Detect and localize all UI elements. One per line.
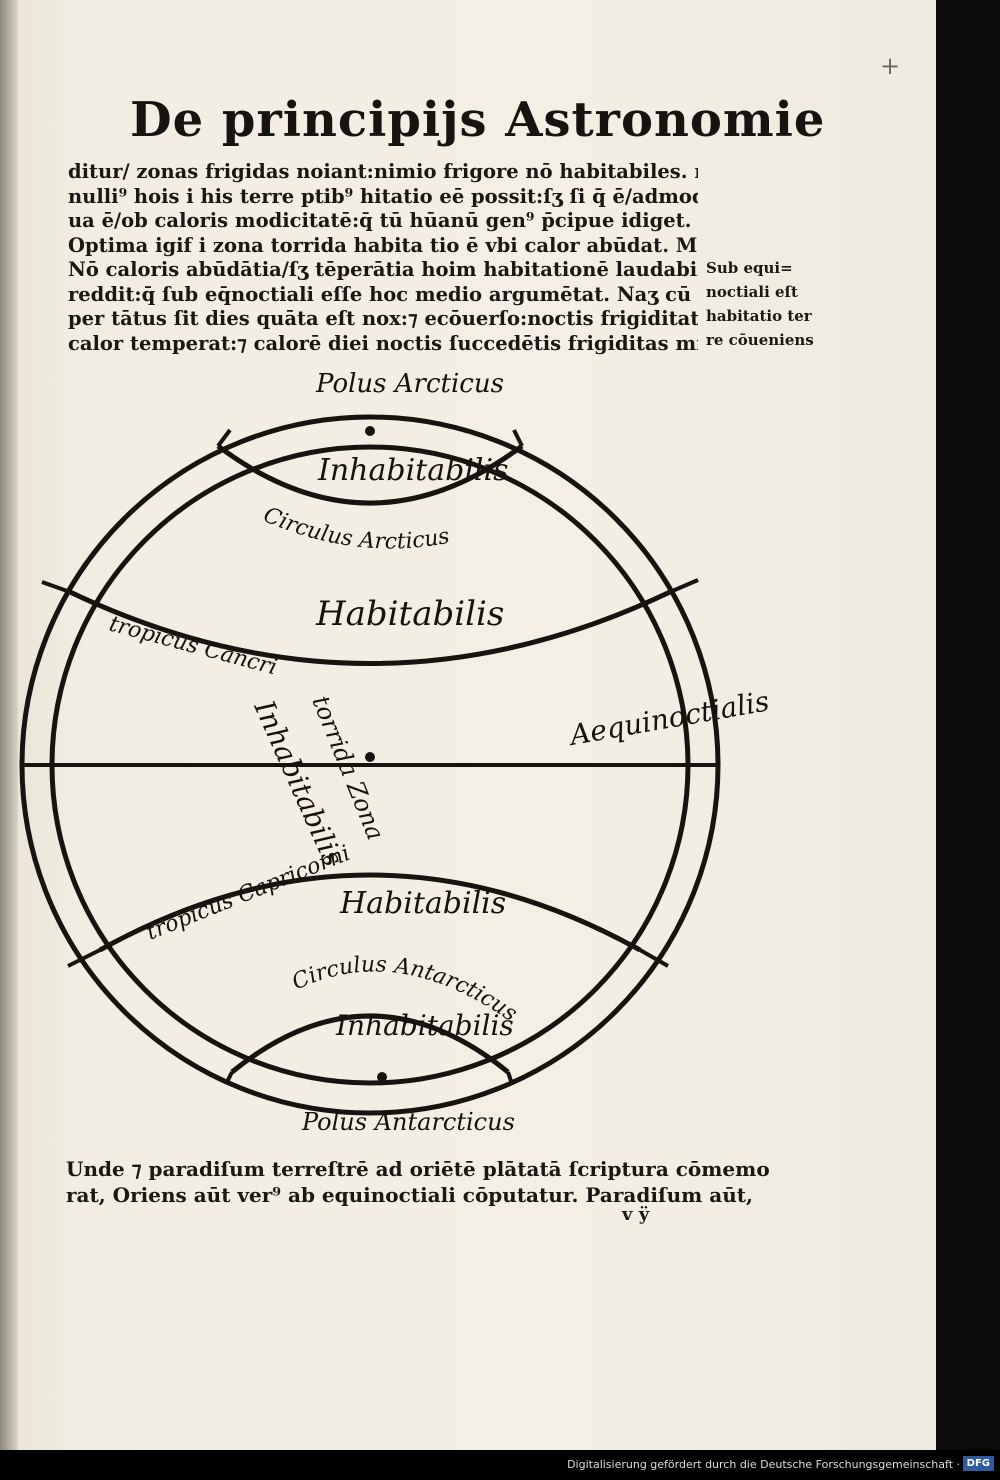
antarctic-tick-left bbox=[224, 1071, 234, 1085]
tropic-of-capricorn-arc bbox=[98, 872, 642, 953]
body-line: per tātus ſit dies quāta eſt nox:⁊ ecōue… bbox=[68, 307, 698, 330]
antarctic-circle-arc bbox=[230, 1013, 510, 1074]
label-inhabitabilis-south: Inhabitabilis bbox=[335, 1009, 514, 1042]
margin-note-line: noctiali eſt bbox=[706, 283, 798, 301]
margin-note-line: re cōueniens bbox=[706, 331, 814, 349]
arctic-tick-left bbox=[216, 428, 232, 448]
body-line: Optima igif i zona torrida habita tio ē … bbox=[68, 233, 698, 257]
label-habitabilis-south: Habitabilis bbox=[339, 886, 506, 921]
antarctic-tick-right bbox=[506, 1071, 514, 1085]
body-line: ua ē/ob caloris modicitatē:q̄ tū hūanū g… bbox=[68, 209, 698, 232]
funding-credit: Digitalisierung gefördert durch die Deut… bbox=[567, 1458, 960, 1471]
north-pole-dot bbox=[365, 426, 375, 436]
body-line: Nō caloris abūdātia/ſʒ tēperātia hoim ha… bbox=[68, 258, 698, 281]
scan-footer-bar: Digitalisierung gefördert durch die Deut… bbox=[0, 1450, 1000, 1480]
label-inhabitabilis-north: Inhabitabilis bbox=[317, 453, 509, 488]
margin-note: Sub equi= noctiali eſt habitatio ter re … bbox=[706, 256, 814, 352]
body-line: reddit:q̄ ſub eq̄noctiali eſſe hoc medio… bbox=[68, 282, 698, 306]
margin-note-line: Sub equi= bbox=[706, 259, 793, 277]
body-line: calor temperat:⁊ calorē diei noctis ſucc… bbox=[68, 331, 698, 355]
closing-paragraph: Unde ⁊ paradiſum terreſtrē ad oriētē plā… bbox=[66, 1156, 770, 1208]
page-title: De principijs Astronomie bbox=[130, 92, 826, 148]
body-paragraph: ditur/ zonas frigidas noiant:nimio frigo… bbox=[68, 160, 698, 356]
capricorn-tick-right bbox=[639, 948, 669, 968]
label-tropicus-capricorni: tropicus Capricorni bbox=[143, 841, 354, 946]
south-pole-dot bbox=[377, 1072, 387, 1082]
body-line: ditur/ zonas frigidas noiant:nimio frigo… bbox=[68, 160, 698, 183]
signature-mark: v ÿ bbox=[622, 1204, 650, 1225]
label-polus-antarcticus: Polus Antarcticus bbox=[301, 1108, 515, 1136]
label-tropicus-cancri: tropicus Cancri bbox=[106, 612, 279, 681]
center-dot bbox=[365, 752, 375, 762]
body-line: nulli⁹ hois i his terre ptib⁹ hitatio eē… bbox=[68, 184, 698, 208]
arctic-tick-right bbox=[512, 429, 524, 447]
margin-note-line: habitatio ter bbox=[706, 307, 812, 325]
closing-line: rat, Oriens aūt ver⁹ ab equinoctiali cōp… bbox=[66, 1183, 753, 1207]
dfg-logo: DFG bbox=[962, 1456, 994, 1471]
folio-mark: + bbox=[880, 52, 901, 80]
capricorn-tick-left bbox=[67, 948, 101, 968]
book-page: ​ bbox=[0, 0, 936, 1450]
tropic-of-cancer-arc bbox=[68, 589, 672, 666]
cancer-tick-right bbox=[669, 578, 699, 594]
closing-line: Unde ⁊ paradiſum terreſtrē ad oriētē plā… bbox=[66, 1157, 770, 1181]
label-circulus-arcticus: Circulus Arcticus bbox=[260, 503, 452, 555]
arctic-circle-arc bbox=[216, 443, 524, 506]
book-spine-shadow bbox=[0, 0, 18, 1450]
label-circulus-arcticus-text: Circulus Arcticus bbox=[260, 503, 452, 555]
label-aequinoctialis: Aequinoctialis bbox=[565, 684, 772, 752]
label-habitabilis-north: Habitabilis bbox=[315, 594, 504, 634]
cancer-tick-left bbox=[41, 580, 71, 594]
label-polus-arcticus: Polus Arcticus bbox=[315, 369, 504, 399]
